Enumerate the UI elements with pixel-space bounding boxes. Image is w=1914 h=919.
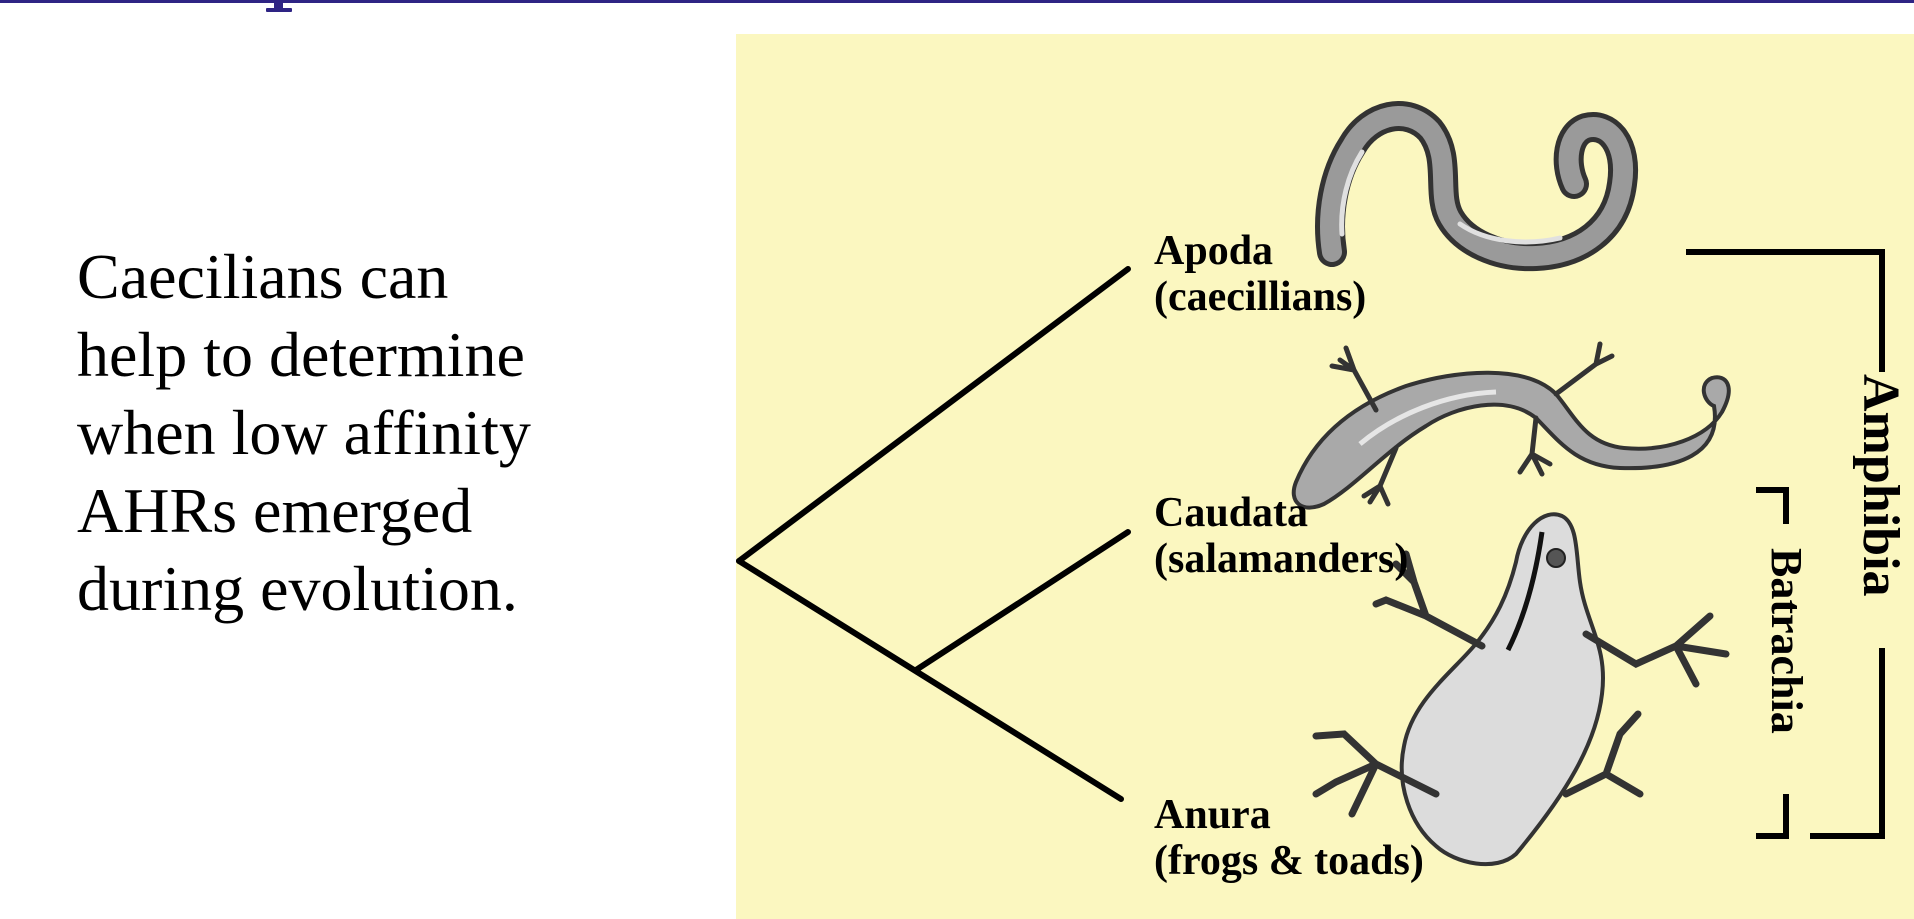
body-line: Caecilians can xyxy=(77,238,677,316)
taxon-common-apoda: (caecillians) xyxy=(1154,274,1366,320)
clade-label-amphibia: Amphibia xyxy=(1852,374,1909,597)
body-line: help to determine xyxy=(77,316,677,394)
branch-caudata xyxy=(916,532,1128,670)
phylogeny-figure: Apoda (caecillians) Caudata (salamanders… xyxy=(736,34,1914,919)
slide-body-text: Caecilians can help to determine when lo… xyxy=(77,238,677,628)
branch-batrachia xyxy=(739,561,1121,799)
taxon-name-anura: Anura xyxy=(1154,792,1271,838)
body-line: during evolution. xyxy=(77,550,677,628)
taxon-name-apoda: Apoda xyxy=(1154,228,1273,274)
bracket-amphibia-top xyxy=(1686,252,1882,372)
tree-branches xyxy=(739,269,1128,799)
taxon-name-caudata: Caudata xyxy=(1154,490,1308,536)
caecilian-illustration xyxy=(1330,116,1623,256)
title-fragment xyxy=(262,0,298,14)
salamander-illustration xyxy=(1294,344,1729,508)
branch-apoda xyxy=(739,269,1128,561)
taxon-common-anura: (frogs & toads) xyxy=(1154,838,1424,884)
clade-label-batrachia: Batrachia xyxy=(1762,548,1811,734)
phylogeny-svg: Apoda (caecillians) Caudata (salamanders… xyxy=(736,34,1914,919)
body-line: AHRs emerged xyxy=(77,472,677,550)
taxon-common-caudata: (salamanders) xyxy=(1154,536,1408,582)
body-line: when low affinity xyxy=(77,394,677,472)
bracket-batrachia-bottom xyxy=(1756,794,1786,836)
bracket-amphibia-bottom xyxy=(1810,648,1882,836)
bracket-batrachia-top xyxy=(1756,490,1786,524)
